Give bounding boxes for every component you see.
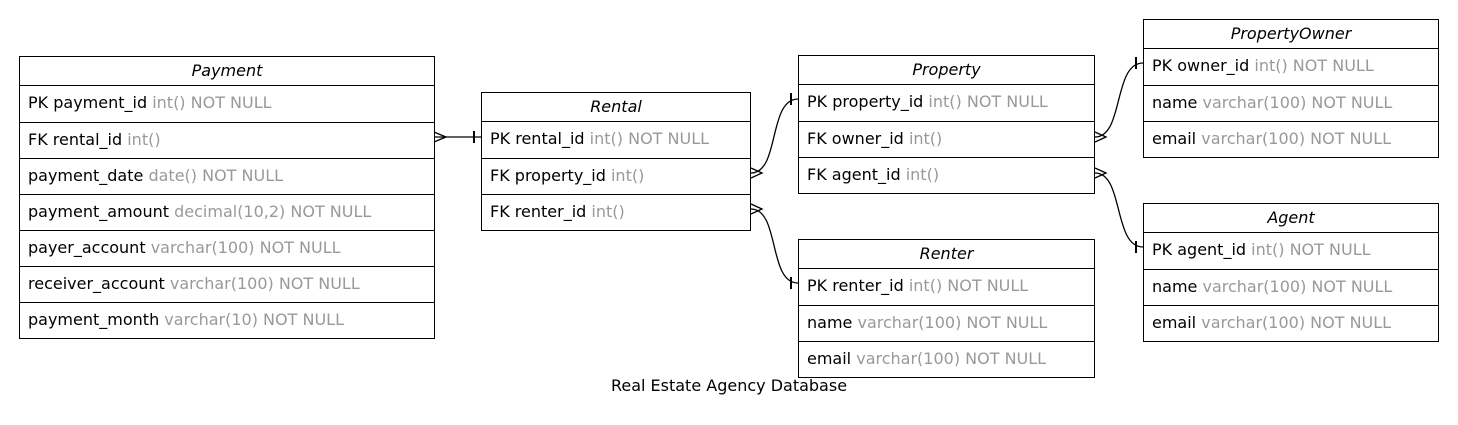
entity-propertyowner[interactable]: PropertyOwner PK owner_id int() NOT NULL… bbox=[1143, 19, 1439, 158]
edge-property-owner bbox=[1094, 57, 1144, 143]
field-row: email varchar(100) NOT NULL bbox=[1144, 121, 1438, 157]
field-row: FK agent_id int() bbox=[799, 157, 1094, 193]
entity-renter[interactable]: Renter PK renter_id int() NOT NULL name … bbox=[798, 239, 1095, 378]
entity-title: Agent bbox=[1144, 204, 1438, 233]
field-row: PK agent_id int() NOT NULL bbox=[1152, 240, 1371, 259]
field-row: email varchar(100) NOT NULL bbox=[799, 341, 1094, 377]
field-row: FK renter_id int() bbox=[482, 194, 750, 230]
field-row: PK renter_id int() NOT NULL bbox=[807, 276, 1029, 295]
field-row: FK owner_id int() bbox=[799, 121, 1094, 157]
field-row: payer_account varchar(100) NOT NULL bbox=[20, 230, 434, 266]
edge-rental-renter bbox=[750, 203, 799, 289]
entity-title: Renter bbox=[799, 240, 1094, 269]
entity-title: PropertyOwner bbox=[1144, 20, 1438, 49]
diagram-caption: Real Estate Agency Database bbox=[610, 376, 848, 395]
field-row: receiver_account varchar(100) NOT NULL bbox=[20, 266, 434, 302]
field-row: name varchar(100) NOT NULL bbox=[1144, 85, 1438, 121]
field-row: name varchar(100) NOT NULL bbox=[1144, 269, 1438, 305]
entity-title: Rental bbox=[482, 93, 750, 122]
field-row: name varchar(100) NOT NULL bbox=[799, 305, 1094, 341]
entity-agent[interactable]: Agent PK agent_id int() NOT NULL name va… bbox=[1143, 203, 1439, 342]
entity-title: Payment bbox=[20, 57, 434, 86]
entity-rental[interactable]: Rental PK rental_id int() NOT NULL FK pr… bbox=[481, 92, 751, 231]
field-row: PK payment_id int() NOT NULL bbox=[28, 93, 272, 112]
field-row: PK rental_id int() NOT NULL bbox=[490, 129, 710, 148]
edge-property-agent bbox=[1094, 167, 1144, 253]
edge-rental-property bbox=[750, 93, 799, 179]
entity-title: Property bbox=[799, 56, 1094, 85]
field-row: payment_amount decimal(10,2) NOT NULL bbox=[20, 194, 434, 230]
crowfoot-many-icon bbox=[750, 167, 764, 179]
crowfoot-many-icon bbox=[750, 203, 764, 215]
entity-payment[interactable]: Payment PK payment_id int() NOT NULL FK … bbox=[19, 56, 435, 339]
field-row: FK rental_id int() bbox=[20, 122, 434, 158]
crowfoot-many-icon bbox=[433, 131, 448, 143]
entity-property[interactable]: Property PK property_id int() NOT NULL F… bbox=[798, 55, 1095, 194]
field-row: PK owner_id int() NOT NULL bbox=[1152, 56, 1374, 75]
crowfoot-many-icon bbox=[1094, 167, 1108, 179]
edge-payment-rental bbox=[433, 131, 481, 143]
field-row: PK property_id int() NOT NULL bbox=[807, 92, 1048, 111]
field-row: payment_date date() NOT NULL bbox=[20, 158, 434, 194]
field-row: FK property_id int() bbox=[482, 158, 750, 194]
crowfoot-many-icon bbox=[1094, 131, 1108, 143]
field-row: email varchar(100) NOT NULL bbox=[1144, 305, 1438, 341]
field-row: payment_month varchar(10) NOT NULL bbox=[20, 302, 434, 338]
